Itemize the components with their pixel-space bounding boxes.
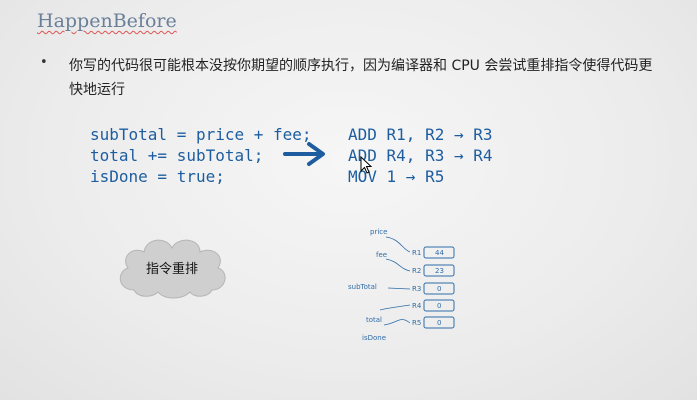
bullet-marker: • [40,55,48,70]
code-line: isDone = true; [90,167,225,186]
register-value: 44 [435,249,444,257]
assembly-code-block: ADD R1, R2 → R3 ADD R4, R3 → R4 MOV 1 → R5 [348,124,493,187]
asm-line: MOV 1 → R5 [348,167,445,186]
asm-line: ADD R1, R2 → R3 [348,125,493,144]
register-name: R5 [412,319,422,327]
bullet-text: 你写的代码很可能根本没按你期望的顺序执行，因为编译器和 CPU 会尝试重排指令使… [69,58,653,98]
var-label: total [366,316,383,324]
register-name: R3 [412,285,422,293]
var-label: subTotal [348,283,377,291]
diagram-lines [379,236,455,329]
register-name: R1 [412,249,422,257]
var-label: fee [376,251,388,259]
right-arrow-icon [283,142,325,166]
source-code-block: subTotal = price + fee; total += subTotal… [90,124,312,187]
register-value: 0 [437,302,442,310]
asm-line: ADD R4, R3 → R4 [348,146,493,165]
var-label: price [370,228,388,236]
mouse-pointer-icon [360,156,372,174]
cloud-icon [119,239,226,299]
cloud-label: 指令重排 [145,262,198,277]
code-line: subTotal = price + fee; [90,125,312,144]
register-value: 0 [437,319,442,327]
register-value: 0 [437,285,442,293]
register-value: 23 [435,267,444,275]
register-name: R2 [412,267,422,275]
code-line: total += subTotal; [90,146,264,165]
register-name: R4 [412,302,422,310]
var-label: isDone [362,334,387,342]
slide-title: HappenBefore [37,10,177,32]
